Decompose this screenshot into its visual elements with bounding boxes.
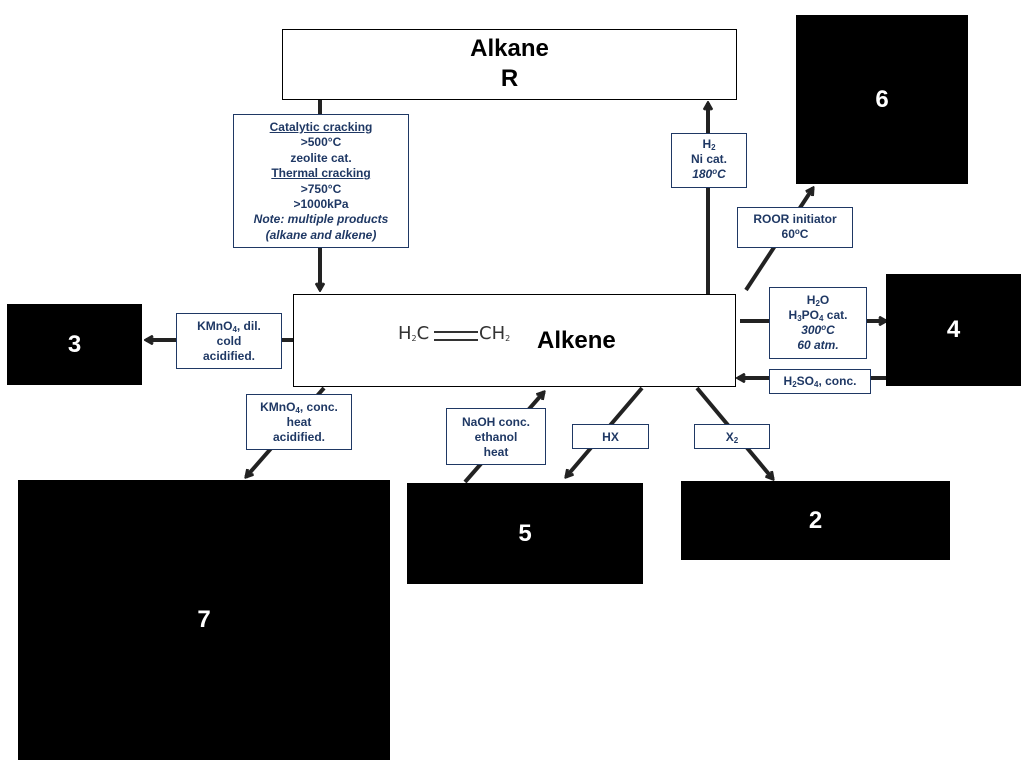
- kmno4-cold-temp: cold: [216, 334, 242, 348]
- naoh-reagent: NaOH conc.: [461, 415, 530, 429]
- ethanol-solvent: ethanol: [474, 430, 518, 444]
- radical-conditions: ROOR initiator 60oC: [737, 207, 853, 248]
- kmno4-conc: KMnO4, conc.: [247, 400, 351, 415]
- formula-h-sub: 2: [411, 334, 417, 343]
- phos-po: PO: [801, 308, 819, 322]
- phos-h: H: [788, 308, 798, 322]
- formula-ch-sub: 2: [505, 334, 511, 343]
- box-4-label: 4: [946, 316, 961, 343]
- initiator-label: ROOR initiator: [753, 212, 837, 226]
- ethene-formula: H2C: [398, 323, 429, 344]
- kmno4-dil: KMnO4, dil.: [177, 319, 281, 334]
- temp-unit: C: [717, 167, 726, 181]
- kmno4-cold-conditions: KMnO4, dil. cold acidified.: [176, 313, 282, 369]
- phos-sub1: 3: [797, 314, 802, 323]
- kmno4-cold-formula: KMnO: [197, 319, 233, 333]
- box-7-label: 7: [197, 606, 211, 633]
- alkene-title: Alkene: [537, 327, 616, 354]
- formula-ch: CH: [479, 323, 506, 344]
- phos-sub2: 4: [819, 314, 824, 323]
- box-3: 3: [7, 304, 142, 385]
- sulf-sub1: 2: [792, 380, 797, 389]
- box-6: 6: [796, 15, 968, 184]
- sulf-h: H: [783, 374, 793, 388]
- hx-reagent: HX: [602, 430, 619, 444]
- box-4: 4: [886, 274, 1021, 386]
- water-o: O: [819, 293, 830, 307]
- radical-temp-unit: C: [799, 227, 809, 241]
- kmno4-cold-acid: acidified.: [202, 349, 255, 363]
- hydration-temp: 300oC: [770, 323, 866, 338]
- hydration-temp-unit: C: [826, 323, 835, 337]
- hydrogenation-conditions: H2 Ni cat. 180oC: [671, 133, 747, 188]
- radical-temp-value: 60: [781, 227, 795, 241]
- kmno4-cold-dil: , dil.: [236, 319, 261, 333]
- cracking-note: Note: multiple products: [253, 212, 389, 227]
- catalytic-catalyst: zeolite cat.: [290, 150, 352, 165]
- kmno4-hot-temp: heat: [286, 415, 312, 429]
- sulf-sub2: 4: [814, 380, 819, 389]
- hydrogenation-temp: 180oC: [672, 167, 746, 182]
- water-reagent: H2O: [770, 293, 866, 308]
- box-7: 7: [18, 480, 390, 760]
- water-sub: 2: [815, 299, 820, 308]
- radical-degree: o: [794, 227, 800, 236]
- h-symbol: H: [702, 137, 712, 151]
- alkane-title: Alkane: [470, 35, 549, 62]
- formula-h: H: [398, 323, 412, 344]
- kmno4-hot-formula: KMnO: [260, 400, 296, 414]
- kmno4-hot-conditions: KMnO4, conc. heat acidified.: [246, 394, 352, 450]
- cracking-note-products: (alkane and alkene): [265, 227, 377, 242]
- x2-conditions: X2: [694, 424, 770, 449]
- kmno4-hot-acid: acidified.: [272, 430, 325, 444]
- phos-cat: cat.: [823, 308, 848, 322]
- thermal-cracking-label: Thermal cracking: [271, 166, 371, 181]
- kmno4-cold-sub: 4: [232, 325, 237, 334]
- box-5-label: 5: [518, 519, 532, 547]
- radical-temp: 60oC: [738, 227, 852, 242]
- elimination-heat: heat: [483, 445, 509, 459]
- hydrogenation-temp-value: 180: [692, 167, 713, 181]
- box-6-label: 6: [875, 85, 889, 113]
- nickel-catalyst: Ni cat.: [690, 152, 727, 166]
- phosphoric-catalyst: H3PO4 cat.: [770, 308, 866, 323]
- sulfuric-conditions: H2SO4, conc.: [769, 369, 871, 394]
- alkane-box: Alkane R: [282, 29, 737, 100]
- formula-c1: C: [416, 323, 430, 344]
- alkene-box: H2C CH2 Alkene: [293, 294, 736, 387]
- degree-sup: o: [712, 167, 718, 176]
- x2-reagent: X2: [695, 430, 769, 445]
- box-3-label: 3: [67, 330, 82, 358]
- double-bond-icon: [434, 331, 478, 341]
- kmno4-hot-sub: 4: [295, 406, 300, 415]
- thermal-pressure: >1000kPa: [293, 197, 349, 212]
- box-5: 5: [407, 483, 643, 584]
- sulf-so: SO: [796, 374, 814, 388]
- kmno4-hot-conc: , conc.: [299, 400, 338, 414]
- box-2: 2: [681, 481, 950, 560]
- hydrogen-reagent: H2: [672, 137, 746, 152]
- thermal-temp: >750°C: [300, 181, 342, 196]
- x2-symbol: X: [725, 430, 734, 444]
- hydration-pressure: 60 atm.: [797, 338, 839, 352]
- hydration-degree: o: [821, 323, 827, 332]
- catalytic-cracking-label: Catalytic cracking: [269, 120, 373, 134]
- h-sub: 2: [711, 143, 716, 152]
- sulfuric-reagent: H2SO4, conc.: [770, 374, 870, 389]
- hydration-conditions: H2O H3PO4 cat. 300oC 60 atm.: [769, 287, 867, 359]
- elimination-conditions: NaOH conc. ethanol heat: [446, 408, 546, 465]
- x2-sub: 2: [733, 436, 739, 445]
- hydration-temp-value: 300: [801, 323, 822, 337]
- water-h: H: [806, 293, 816, 307]
- ethene-formula-right: CH2: [479, 323, 510, 344]
- box-2-label: 2: [808, 506, 823, 534]
- alkane-subtitle: R: [500, 65, 519, 92]
- cracking-conditions: Catalytic cracking >500°C zeolite cat. T…: [233, 114, 409, 248]
- hx-conditions: HX: [572, 424, 649, 449]
- catalytic-temp: >500°C: [300, 135, 342, 150]
- sulf-conc: , conc.: [818, 374, 857, 388]
